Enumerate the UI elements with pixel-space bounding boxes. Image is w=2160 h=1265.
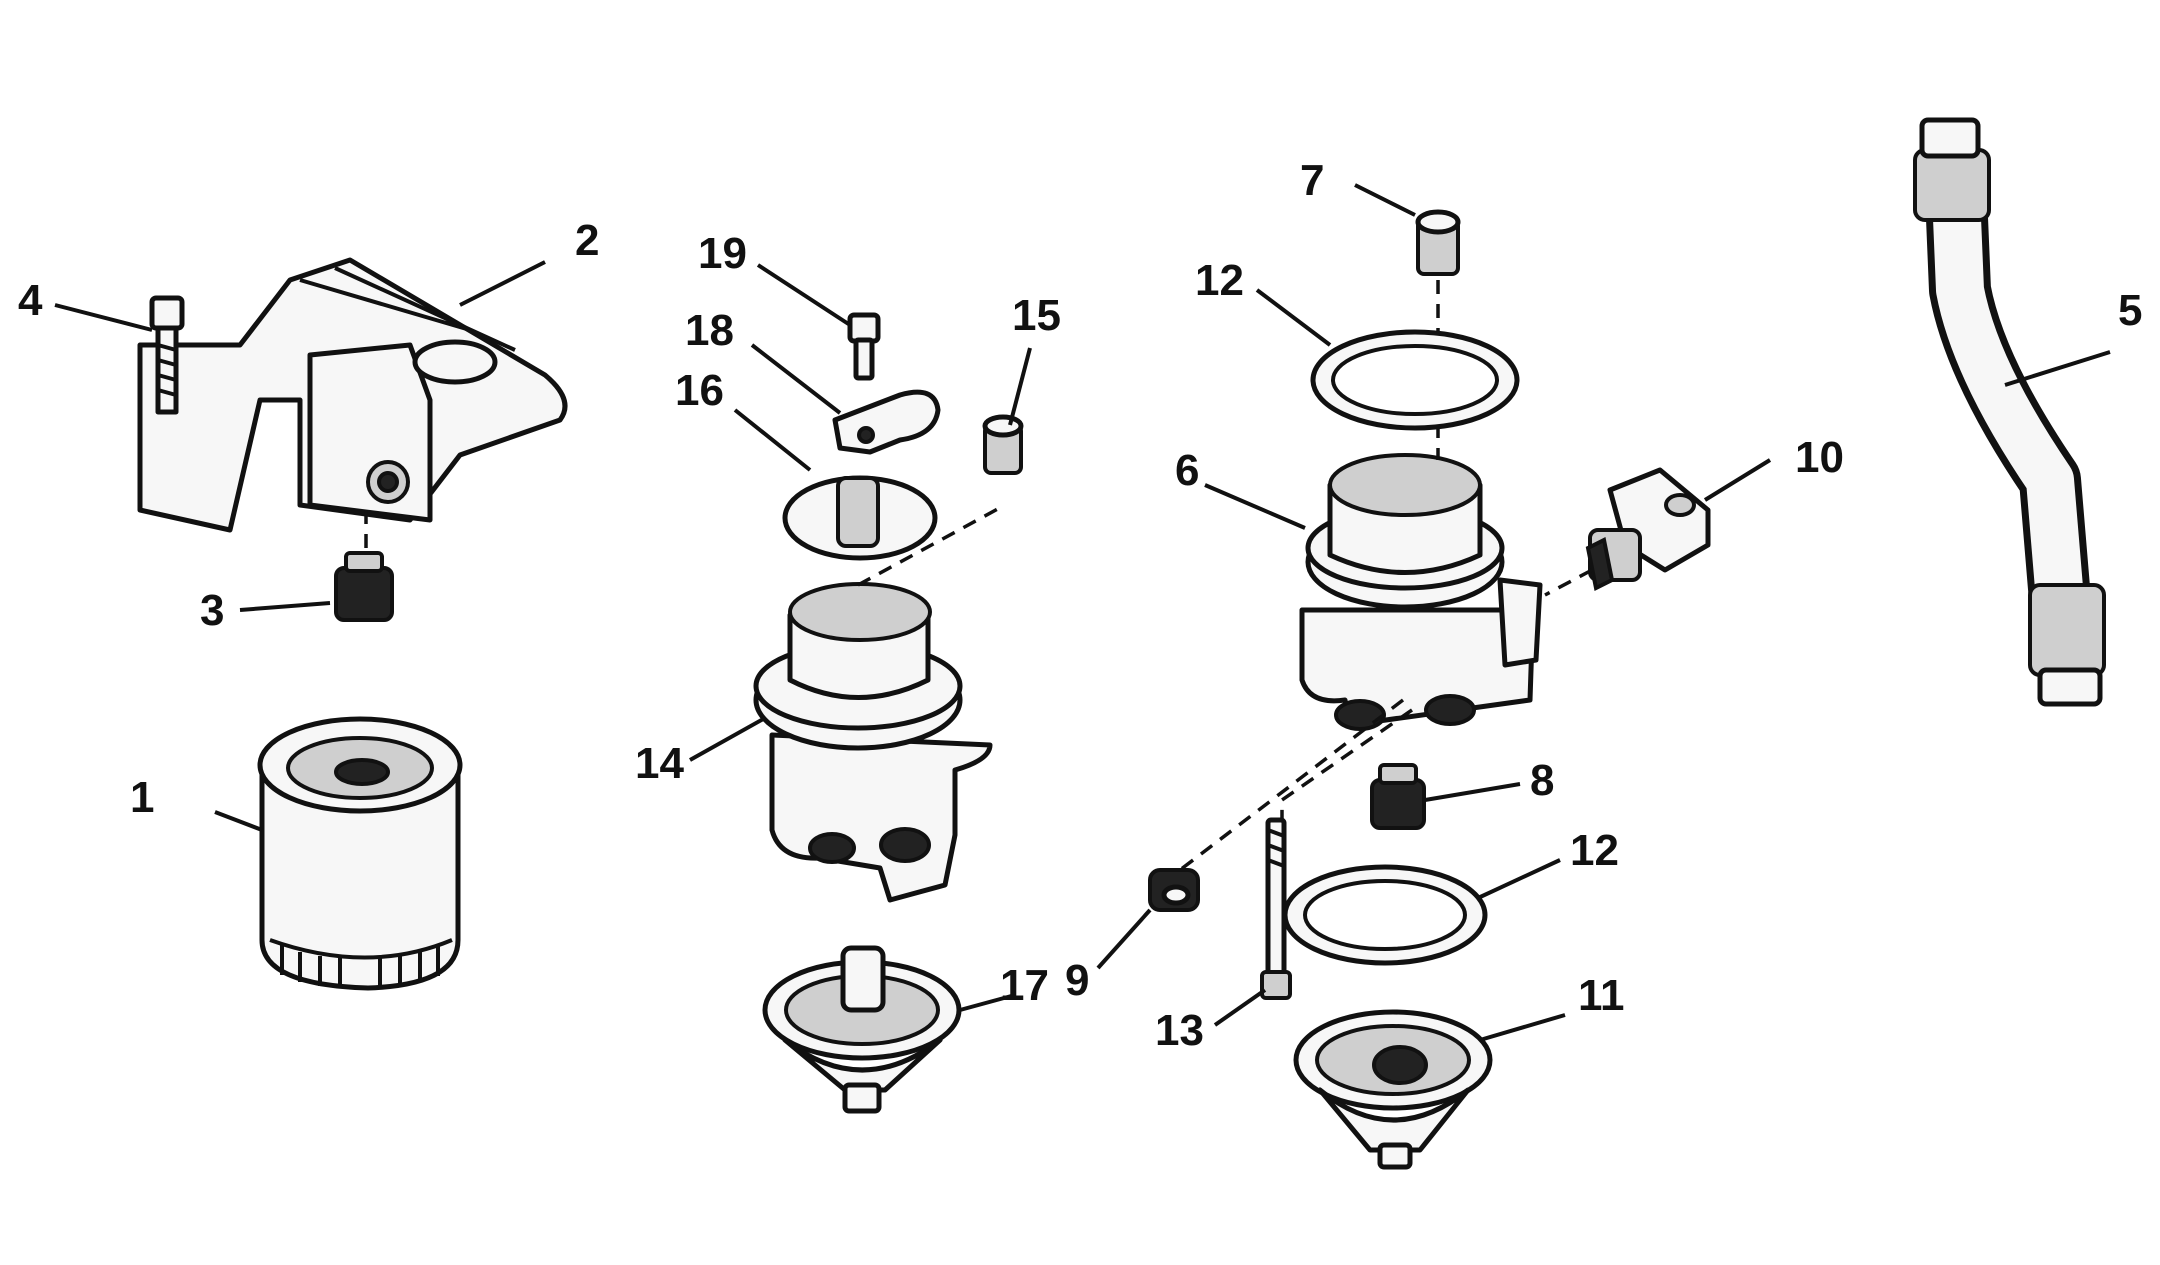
part-17-filter-cover (762, 945, 962, 1114)
part-14-adapter-body (753, 503, 1006, 903)
callout-14: 14 (635, 739, 684, 788)
part-5-oil-line (1913, 117, 2106, 707)
callout-16: 16 (675, 366, 724, 415)
callout-8: 8 (1530, 756, 1554, 805)
callout-4: 4 (18, 276, 43, 325)
callout-18: 18 (685, 306, 734, 355)
callout-12-upper: 12 (1195, 256, 1244, 305)
callout-9: 9 (1065, 956, 1089, 1005)
callout-3: 3 (200, 586, 224, 635)
callout-1: 1 (130, 773, 154, 822)
callout-labels: 1 2 3 4 5 6 7 8 9 10 11 12 12 13 14 15 1… (18, 156, 2142, 1055)
part-1-oil-filter (257, 716, 463, 991)
part-8-plug (1370, 763, 1426, 830)
part-6-adapter-body (1178, 453, 1543, 872)
part-7-fitting (1415, 209, 1461, 460)
part-2-adapter-housing (137, 257, 568, 548)
part-3-plug (334, 551, 394, 622)
callout-12-lower: 12 (1570, 826, 1619, 875)
part-12-upper-gasket (1310, 329, 1520, 431)
callout-2: 2 (575, 216, 599, 265)
part-4-bolt (149, 295, 185, 415)
callout-19: 19 (698, 229, 747, 278)
part-10-elbow-fitting (1544, 467, 1711, 597)
part-12-lower-gasket (1282, 864, 1488, 966)
callout-17: 17 (1000, 961, 1049, 1010)
leader-lines (54, 183, 2111, 1042)
callout-5: 5 (2118, 286, 2142, 335)
part-11-filter-cover (1293, 1009, 1493, 1170)
callout-11: 11 (1578, 971, 1625, 1020)
part-9-nut (1148, 868, 1200, 912)
callout-13: 13 (1155, 1006, 1204, 1055)
part-19-bolt (847, 312, 881, 381)
part-13-long-bolt (1260, 817, 1292, 1000)
part-16-plate (782, 475, 938, 561)
callout-6: 6 (1175, 446, 1199, 495)
callout-10: 10 (1795, 433, 1844, 482)
callout-15: 15 (1012, 291, 1061, 340)
part-15-fitting (982, 414, 1024, 475)
part-18-clamp (832, 389, 941, 455)
callout-7: 7 (1300, 156, 1324, 205)
